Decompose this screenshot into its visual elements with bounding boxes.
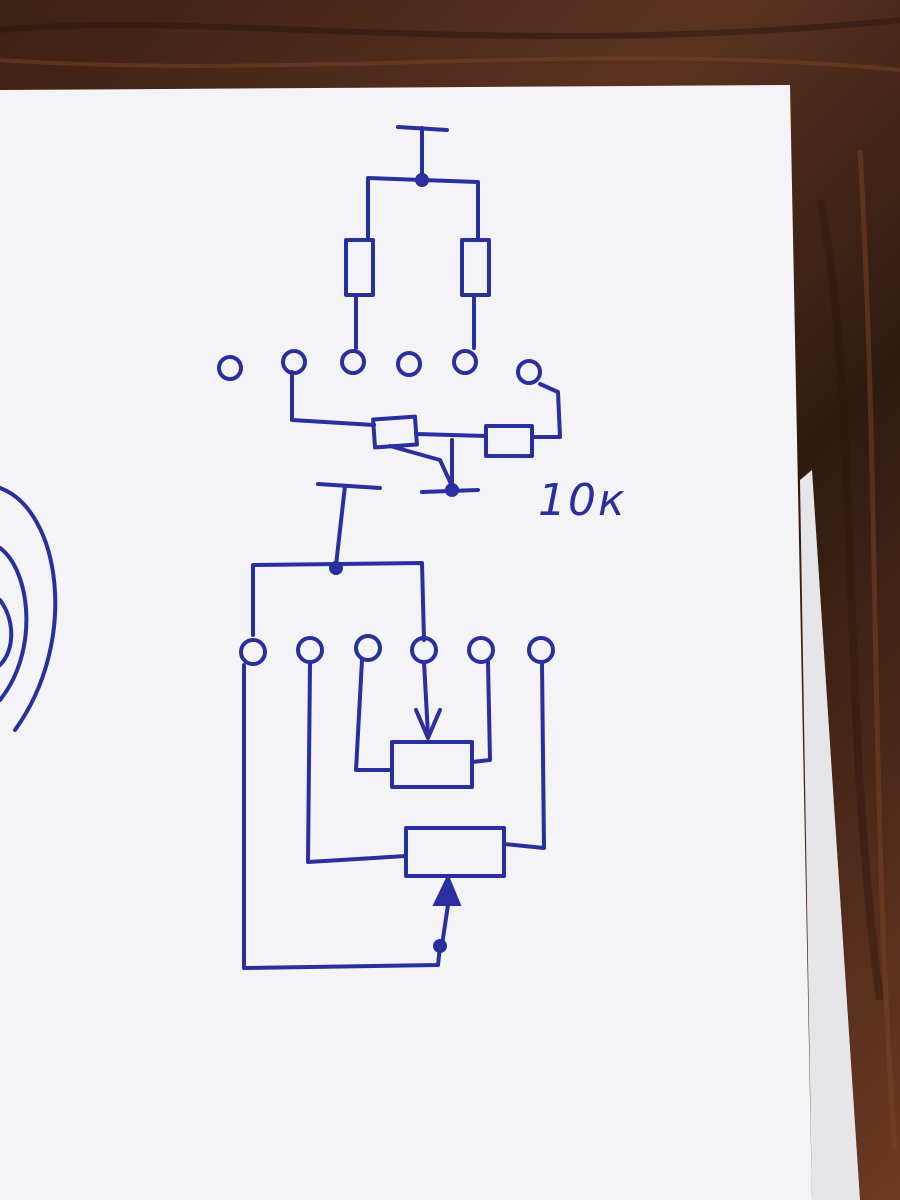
potentiometer-outer [404,826,506,878]
paper-sheet [0,85,812,1200]
partial-arc-drawing [0,486,58,732]
pin-5 [467,636,495,664]
pin-5 [452,349,478,375]
wire [242,663,442,970]
wire [422,660,430,737]
pin-2 [296,636,324,664]
resistor-lower-right [484,424,534,458]
top-circuit: 10к [217,125,627,526]
wire [354,658,394,772]
top-ground-symbol [396,125,449,180]
wire [470,660,492,764]
wire [290,370,376,427]
paper-sheet-under [800,470,860,1200]
potentiometer-inner [390,740,474,789]
wire [366,176,480,242]
junction-dot [445,483,459,497]
wire [502,662,546,850]
resistor-value-label: 10к [538,475,627,526]
wire [414,432,488,438]
wire [531,382,562,439]
pin-1 [217,355,243,381]
pin-6 [527,636,555,664]
pin-1 [239,638,267,666]
resistor-left [344,238,375,297]
wire [306,662,408,864]
pin-4 [396,351,422,377]
top-ground-symbol [316,482,382,567]
wire [251,561,426,642]
pin-3 [354,634,382,662]
bottom-circuit [239,482,555,970]
wiper-arrow [414,708,442,740]
wood-table [0,17,900,1151]
pin-3 [340,349,366,375]
wire [388,444,454,488]
pin-6 [516,359,542,385]
wire [440,903,450,947]
